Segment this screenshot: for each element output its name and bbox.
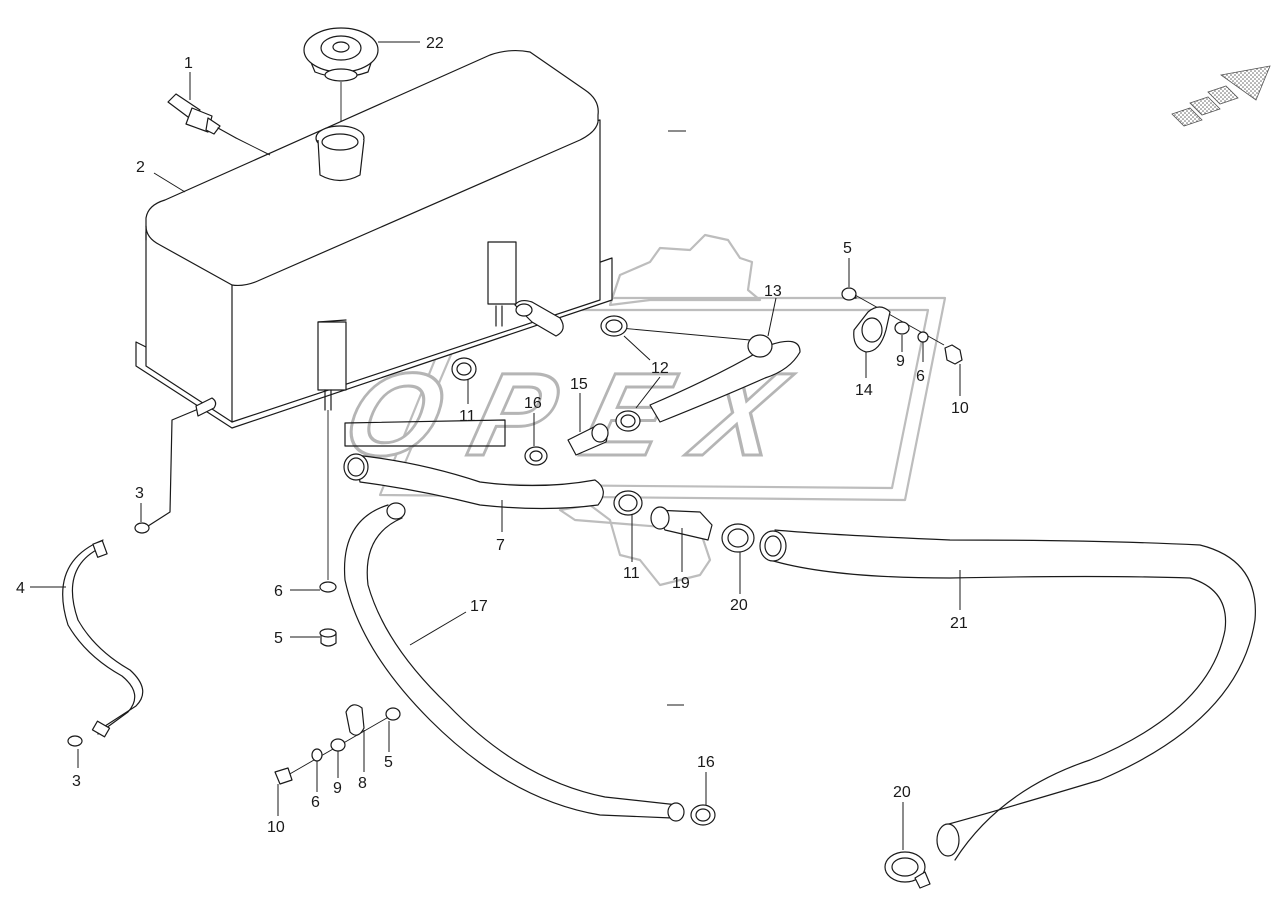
callout-8: 8 xyxy=(358,775,367,792)
mounting-bracket-left xyxy=(274,704,401,785)
callout-3-upper: 3 xyxy=(135,485,144,502)
callout-15: 15 xyxy=(570,376,588,393)
callout-11-upper: 11 xyxy=(459,408,476,425)
callout-20-upper: 20 xyxy=(730,597,748,614)
callout-5-tank: 5 xyxy=(274,630,283,647)
callout-20-lower: 20 xyxy=(893,784,911,801)
callout-6-right: 6 xyxy=(916,368,925,385)
callout-10-right: 10 xyxy=(951,400,969,417)
callout-13: 13 xyxy=(764,283,782,300)
callout-19: 19 xyxy=(672,575,690,592)
callout-5-bracket: 5 xyxy=(384,754,393,771)
callout-9-bracket: 9 xyxy=(333,780,342,797)
callout-7: 7 xyxy=(496,537,505,554)
tank-fasteners xyxy=(319,410,337,647)
hose-connector xyxy=(613,490,755,553)
callout-2: 2 xyxy=(136,159,145,176)
callout-3-lower: 3 xyxy=(72,773,81,790)
callout-1: 1 xyxy=(184,55,193,72)
callout-16-lower: 16 xyxy=(697,754,715,771)
direction-arrow-icon xyxy=(1171,65,1271,127)
callout-21: 21 xyxy=(950,615,968,632)
expansion-tank xyxy=(135,49,613,429)
large-hose xyxy=(759,529,1256,889)
callout-labels: 1 2 22 3 3 4 5 5 5 6 6 6 7 8 9 9 10 10 1… xyxy=(16,35,969,836)
tank-outlet-hose xyxy=(343,419,604,510)
callout-6-bracket: 6 xyxy=(311,794,320,811)
callout-17: 17 xyxy=(470,598,488,615)
mounting-bracket-right xyxy=(841,287,963,365)
callout-11-lower: 11 xyxy=(623,565,640,582)
callout-6-tank: 6 xyxy=(274,583,283,600)
callout-16-upper: 16 xyxy=(524,395,542,412)
radiator-cap xyxy=(303,27,379,122)
long-return-hose xyxy=(343,502,716,826)
callout-22: 22 xyxy=(426,35,444,52)
leader-lines xyxy=(30,41,961,850)
callout-10-bracket: 10 xyxy=(267,819,285,836)
callout-4: 4 xyxy=(16,580,25,597)
callout-12: 12 xyxy=(651,360,669,377)
callout-14: 14 xyxy=(855,382,873,399)
callout-5-right: 5 xyxy=(843,240,852,257)
level-sensor xyxy=(167,93,237,139)
pipe-assembly xyxy=(451,299,801,466)
callout-9-right: 9 xyxy=(896,353,905,370)
vent-hose xyxy=(62,409,197,747)
